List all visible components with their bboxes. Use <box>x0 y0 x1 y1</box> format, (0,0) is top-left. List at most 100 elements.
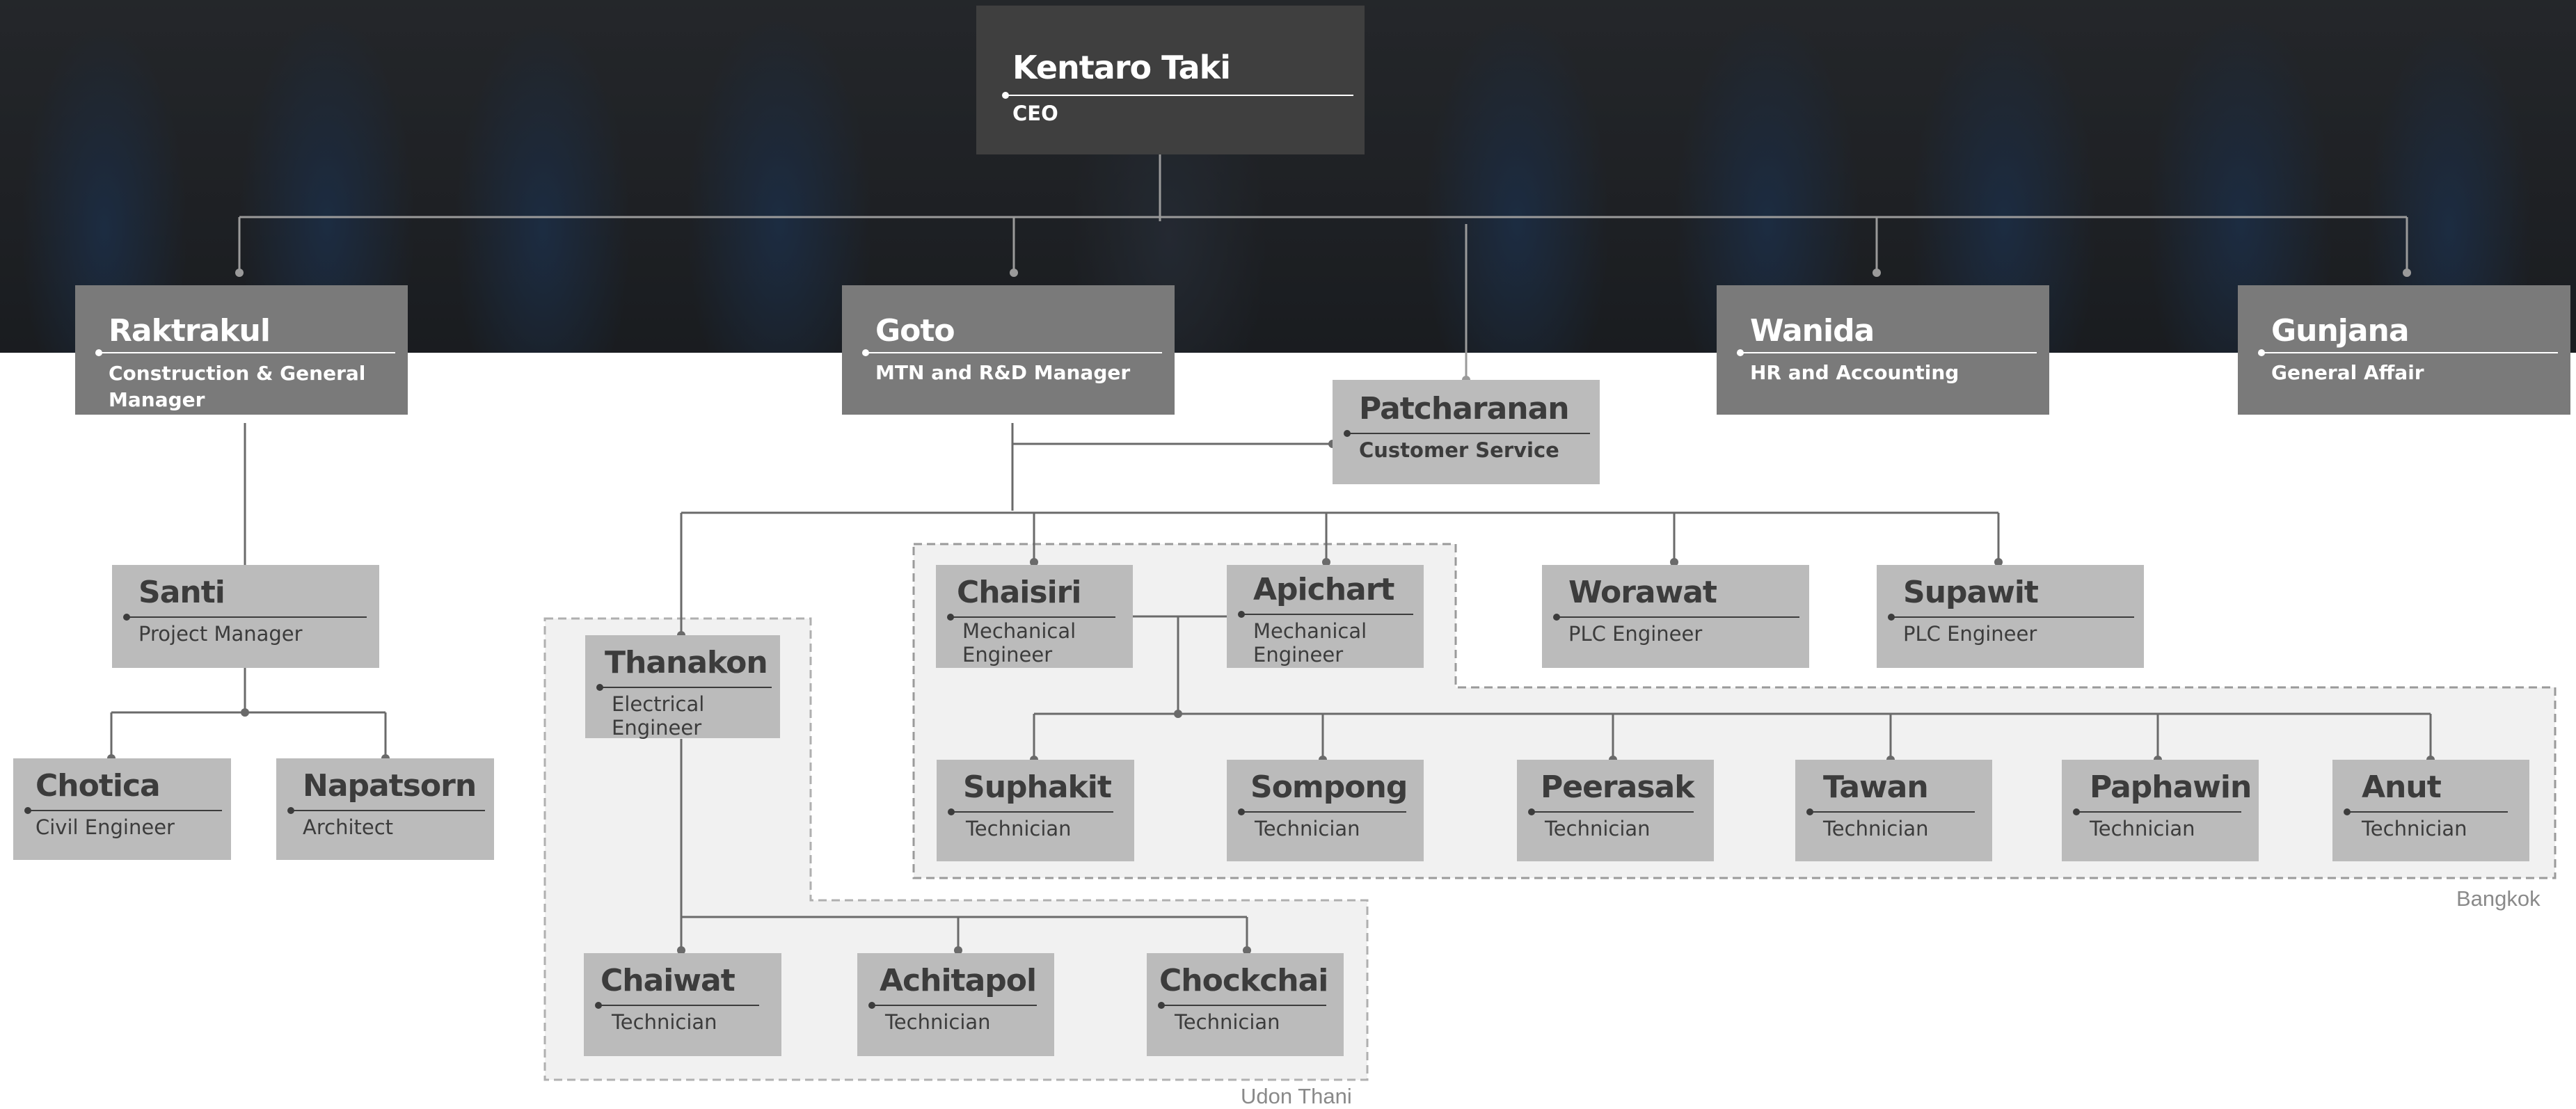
staff-name: Chockchai <box>1159 963 1328 998</box>
staff-divider <box>2077 811 2241 813</box>
manager-title: HR and Accounting <box>1750 361 1959 384</box>
staff-title: Electrical Engineer <box>612 692 705 740</box>
manager-card-wanida: Wanida HR and Accounting <box>1717 285 2049 415</box>
staff-title: Technician <box>885 1010 991 1034</box>
staff-bullet <box>947 614 954 621</box>
manager-divider <box>99 352 395 353</box>
staff-bullet <box>1888 614 1895 621</box>
staff-bullet <box>1528 808 1535 815</box>
staff-divider <box>1557 616 1799 618</box>
staff-bullet <box>1158 1002 1165 1009</box>
manager-title: Construction & General Manager <box>109 362 366 411</box>
staff-card-napatsorn: Napatsorn Architect <box>276 758 494 860</box>
staff-title: Technician <box>1545 817 1651 840</box>
manager-divider <box>1740 352 2037 353</box>
staff-name: Chaisiri <box>957 575 1081 610</box>
ceo-divider <box>1005 95 1353 96</box>
staff-title: Technician <box>1255 817 1360 840</box>
staff-name: Santi <box>138 575 225 610</box>
staff-title: Customer Service <box>1359 438 1559 462</box>
staff-bullet <box>1344 430 1351 437</box>
manager-title: General Affair <box>2271 361 2424 384</box>
staff-title: Technician <box>1175 1010 1280 1034</box>
staff-card-worawat: Worawat PLC Engineer <box>1542 565 1809 668</box>
staff-bullet <box>1806 808 1813 815</box>
manager-card-goto: Goto MTN and R&D Manager <box>842 285 1175 415</box>
staff-divider <box>29 810 222 811</box>
staff-divider <box>1892 616 2134 618</box>
staff-card-sompong: Sompong Technician <box>1227 760 1424 861</box>
staff-bullet <box>287 807 294 814</box>
staff-card-thanakon: Thanakon Electrical Engineer <box>585 635 780 740</box>
staff-card-paphawin: Paphawin Technician <box>2062 760 2259 861</box>
staff-title: PLC Engineer <box>1568 622 1703 646</box>
staff-bullet <box>1238 808 1245 815</box>
staff-divider <box>1348 433 1590 434</box>
staff-divider <box>599 1005 759 1006</box>
ceo-title: CEO <box>1012 102 1058 125</box>
staff-name: Napatsorn <box>303 768 477 804</box>
staff-card-achitapol: Achitapol Technician <box>857 953 1054 1056</box>
staff-title: Project Manager <box>138 622 303 646</box>
staff-bullet <box>123 614 130 621</box>
staff-name: Chotica <box>35 768 161 804</box>
staff-divider <box>127 616 367 618</box>
staff-title: Technician <box>2362 817 2467 840</box>
staff-name: Suphakit <box>963 769 1112 805</box>
staff-card-chotica: Chotica Civil Engineer <box>13 758 231 860</box>
staff-bullet <box>2073 808 2080 815</box>
staff-card-patcharanan: Patcharanan Customer Service <box>1333 380 1600 484</box>
staff-bullet <box>1553 614 1560 621</box>
manager-bullet <box>95 349 102 356</box>
staff-name: Tawan <box>1823 769 1929 805</box>
staff-bullet <box>595 1002 602 1009</box>
manager-divider <box>2261 352 2558 353</box>
staff-title: Technician <box>1823 817 1929 840</box>
manager-name: Goto <box>875 313 955 349</box>
staff-card-apichart: Apichart Mechanical Engineer <box>1227 565 1424 668</box>
manager-divider <box>866 352 1162 353</box>
manager-bullet <box>1737 349 1744 356</box>
staff-name: Sompong <box>1250 769 1408 805</box>
staff-card-suphakit: Suphakit Technician <box>937 760 1134 861</box>
staff-card-anut: Anut Technician <box>2332 760 2529 861</box>
staff-bullet <box>948 808 955 815</box>
staff-divider <box>1242 614 1413 615</box>
manager-name: Wanida <box>1750 313 1875 349</box>
staff-divider <box>951 616 1115 618</box>
staff-title: Mechanical Engineer <box>962 619 1076 667</box>
staff-divider <box>1811 811 1975 813</box>
staff-bullet <box>596 684 603 691</box>
staff-name: Patcharanan <box>1359 391 1570 426</box>
manager-name: Raktrakul <box>109 313 271 349</box>
staff-name: Supawit <box>1903 575 2039 610</box>
staff-divider <box>873 1005 1037 1006</box>
staff-card-chaiwat: Chaiwat Technician <box>584 953 781 1056</box>
staff-bullet <box>2344 808 2351 815</box>
staff-name: Peerasak <box>1541 769 1694 805</box>
staff-divider <box>2348 811 2508 813</box>
staff-divider <box>1532 811 1694 813</box>
staff-title: Civil Engineer <box>35 815 175 839</box>
staff-divider <box>952 811 1113 813</box>
manager-title: MTN and R&D Manager <box>875 361 1131 384</box>
staff-name: Thanakon <box>605 645 768 680</box>
staff-name: Achitapol <box>880 963 1037 998</box>
manager-bullet <box>862 349 869 356</box>
manager-card-gunjana: Gunjana General Affair <box>2238 285 2570 415</box>
ceo-card: Kentaro Taki CEO <box>976 6 1365 154</box>
staff-title: Technician <box>612 1010 717 1034</box>
manager-bullet <box>2258 349 2265 356</box>
region-label-bangkok: Bangkok <box>2456 886 2541 911</box>
staff-name: Anut <box>2362 769 2442 805</box>
region-label-udon-thani: Udon Thani <box>1241 1084 1352 1108</box>
staff-bullet <box>1238 611 1245 618</box>
staff-name: Worawat <box>1568 575 1717 610</box>
staff-divider <box>601 687 772 688</box>
staff-divider <box>1242 811 1406 813</box>
staff-card-chockchai: Chockchai Technician <box>1147 953 1344 1056</box>
staff-title: Technician <box>2090 817 2195 840</box>
staff-card-tawan: Tawan Technician <box>1795 760 1992 861</box>
staff-title: Mechanical Engineer <box>1253 619 1367 667</box>
